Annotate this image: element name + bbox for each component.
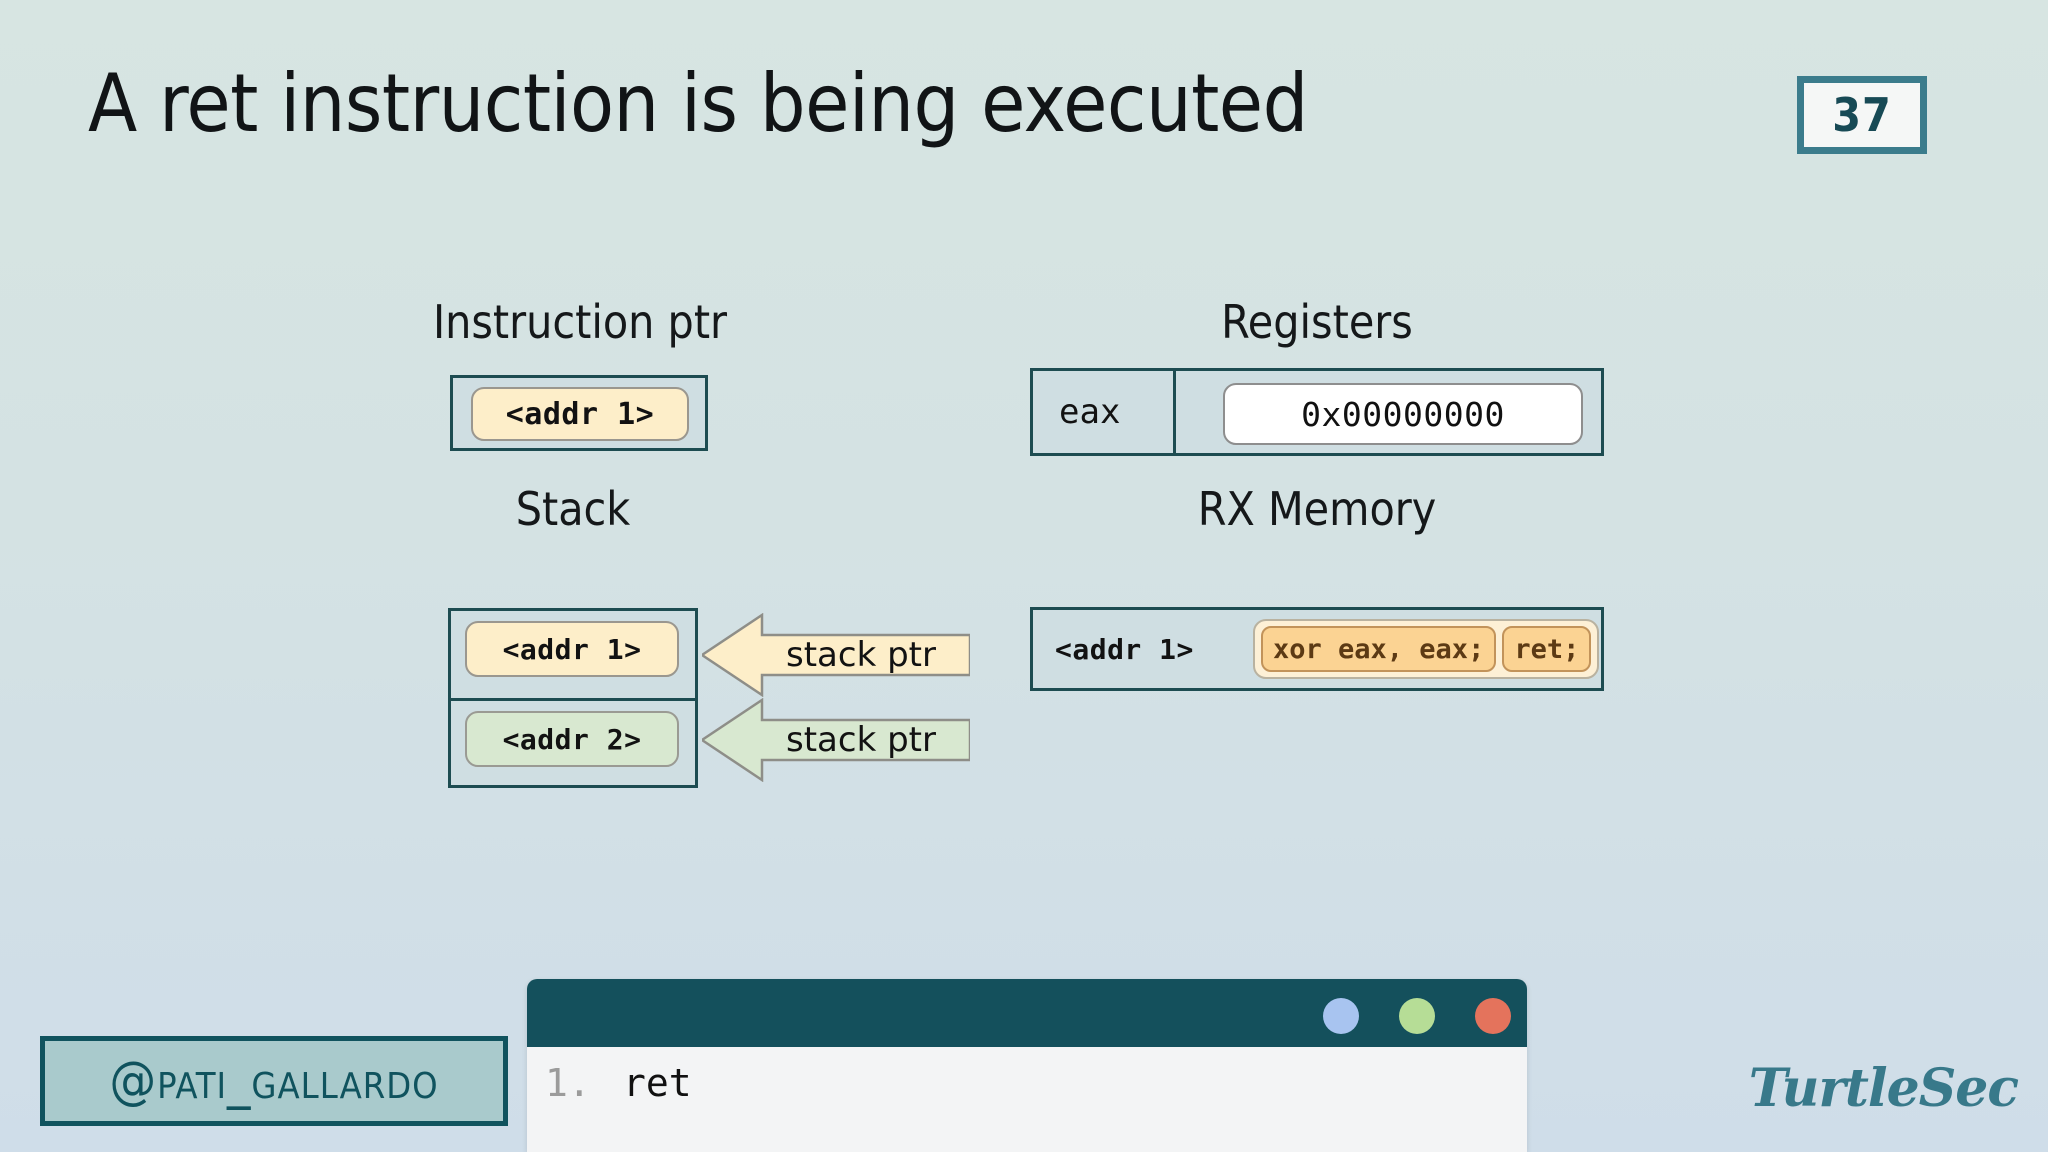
page-title: A ret instruction is being executed <box>88 57 1308 150</box>
blue-dot-icon[interactable] <box>1323 998 1359 1034</box>
stack-row: <addr 1> <box>451 611 695 701</box>
register-value-eax: 0x00000000 <box>1223 383 1583 445</box>
left-arrow-icon <box>702 613 970 697</box>
author-handle-text: @pati_gallardo <box>109 1051 439 1111</box>
code-window-body: 1. ret <box>527 1047 1527 1152</box>
rx-memory-label: RX Memory <box>1197 482 1437 536</box>
slide-number-badge: 37 <box>1797 76 1927 154</box>
stack-slot-value: <addr 1> <box>465 621 679 677</box>
instruction-ptr-panel: <addr 1> <box>450 375 708 451</box>
code-window: 1. ret <box>527 979 1527 1152</box>
rx-memory-instruction-group: xor eax, eax; ret; <box>1253 619 1600 679</box>
stack-slot-value: <addr 2> <box>465 711 679 767</box>
stack-pointer-label: stack ptr <box>786 720 936 760</box>
turtlesec-logo: TurtleSec <box>1748 1058 2019 1119</box>
rx-memory-panel: <addr 1> xor eax, eax; ret; <box>1030 607 1604 691</box>
code-line-number: 1. <box>545 1061 591 1105</box>
instruction-ptr-label: Instruction ptr <box>432 295 728 349</box>
red-dot-icon[interactable] <box>1475 998 1511 1034</box>
stack-pointer-arrow: stack ptr <box>702 698 970 782</box>
register-name-eax: eax <box>1033 371 1176 453</box>
green-dot-icon[interactable] <box>1399 998 1435 1034</box>
rx-instruction: ret; <box>1502 626 1592 672</box>
stack-pointer-arrow: stack ptr <box>702 613 970 697</box>
left-arrow-icon <box>702 698 970 782</box>
registers-label: Registers <box>1221 295 1413 349</box>
author-handle-badge: @pati_gallardo <box>40 1036 508 1126</box>
slide-number-value: 37 <box>1832 88 1892 142</box>
code-line-text: ret <box>623 1061 692 1105</box>
code-line: 1. ret <box>527 1061 1527 1105</box>
rx-instruction: xor eax, eax; <box>1261 626 1497 672</box>
instruction-ptr-value: <addr 1> <box>471 387 689 441</box>
registers-panel: eax 0x00000000 <box>1030 368 1604 456</box>
code-window-titlebar <box>527 979 1527 1047</box>
stack-panel: <addr 1> <addr 2> <box>448 608 698 788</box>
stack-row: <addr 2> <box>451 701 695 791</box>
rx-memory-address: <addr 1> <box>1055 632 1194 666</box>
stack-label: Stack <box>515 482 631 536</box>
stack-pointer-label: stack ptr <box>786 635 936 675</box>
